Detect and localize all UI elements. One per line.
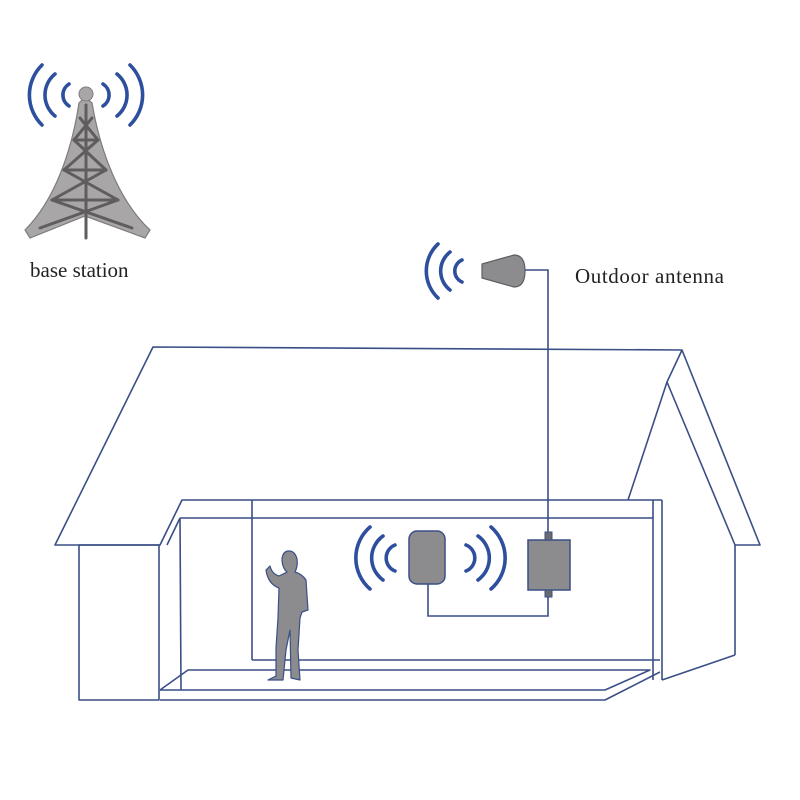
indoor-signal-waves-icon bbox=[354, 525, 507, 591]
repeater-icon bbox=[527, 531, 571, 598]
tower-signal-waves-icon bbox=[27, 63, 145, 127]
outdoor-antenna-label: Outdoor antenna bbox=[575, 264, 725, 288]
left-wall bbox=[78, 544, 160, 701]
person-icon bbox=[265, 550, 309, 681]
roof bbox=[54, 346, 761, 546]
indoor-cable bbox=[427, 584, 549, 617]
tower-icon bbox=[24, 86, 151, 240]
antenna-cable bbox=[525, 269, 549, 532]
indoor-antenna-icon bbox=[408, 530, 446, 585]
floor bbox=[159, 669, 651, 691]
outdoor-antenna-icon bbox=[481, 254, 526, 288]
outdoor-antenna-signal-waves-icon bbox=[424, 242, 464, 300]
base-station-label: base station bbox=[30, 258, 129, 282]
house-icon bbox=[54, 346, 761, 701]
